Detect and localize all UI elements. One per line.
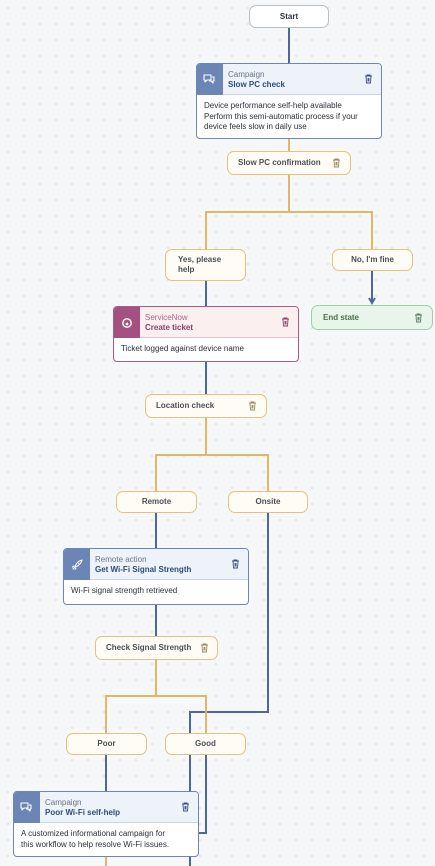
good-label: Good — [195, 739, 216, 748]
rocket-icon — [64, 549, 90, 580]
card-description: Device performance self-help available P… — [204, 101, 358, 131]
no-im-fine-label: No, I'm fine — [351, 255, 394, 264]
edge-onsite-to-poor-wifi — [189, 513, 269, 866]
trash-icon[interactable] — [364, 74, 373, 84]
card-header: Campaign Poor Wi-Fi self-help — [14, 792, 198, 823]
trash-icon[interactable] — [414, 313, 423, 323]
card-header: ServiceNow Create ticket — [114, 307, 298, 338]
edge-confirmation-branch — [205, 175, 373, 249]
end-state-node[interactable]: End state — [311, 305, 433, 330]
onsite-label: Onsite — [255, 497, 281, 506]
card-type: Campaign — [45, 798, 82, 807]
slow-pc-check-card[interactable]: Campaign Slow PC check Device performanc… — [196, 63, 382, 139]
trash-icon[interactable] — [281, 317, 290, 327]
remote-node[interactable]: Remote — [116, 491, 197, 513]
yes-please-help-node[interactable]: Yes, please help — [165, 249, 246, 281]
location-check-label: Location check — [156, 401, 215, 410]
card-description: Ticket logged against device name — [121, 344, 244, 353]
start-node[interactable]: Start — [249, 5, 329, 28]
end-state-label: End state — [323, 312, 360, 322]
servicenow-ring-icon — [114, 307, 140, 338]
edge-arrow-end-state — [368, 297, 376, 305]
trash-icon[interactable] — [200, 643, 209, 653]
yes-please-help-label: Yes, please help — [178, 255, 222, 274]
card-title: Slow PC check — [228, 80, 285, 89]
no-im-fine-node[interactable]: No, I'm fine — [332, 249, 413, 271]
card-description: A customized informational campaign for … — [21, 829, 170, 849]
slow-pc-confirmation-node[interactable]: Slow PC confirmation — [227, 151, 351, 175]
onsite-node[interactable]: Onsite — [228, 491, 308, 513]
slow-pc-confirmation-label: Slow PC confirmation — [238, 158, 321, 167]
start-label: Start — [279, 11, 299, 21]
card-header: Campaign Slow PC check — [197, 64, 381, 95]
card-header: Remote action Get Wi-Fi Signal Strength — [64, 549, 248, 580]
good-node[interactable]: Good — [165, 733, 246, 755]
poor-label: Poor — [97, 739, 116, 748]
card-title: Create ticket — [145, 323, 194, 332]
edge-location-branch — [155, 418, 269, 491]
wifi-signal-card[interactable]: Remote action Get Wi-Fi Signal Strength … — [63, 548, 249, 605]
card-title: Get Wi-Fi Signal Strength — [95, 565, 192, 574]
trash-icon[interactable] — [181, 802, 190, 812]
card-type: Campaign — [228, 70, 265, 79]
card-description: Wi-Fi signal strength retrieved — [71, 586, 178, 595]
edge-signal-branch — [105, 660, 207, 733]
card-type: Remote action — [95, 555, 147, 564]
card-title: Poor Wi-Fi self-help — [45, 808, 121, 817]
poor-node[interactable]: Poor — [66, 733, 147, 755]
chat-bubbles-icon — [197, 64, 223, 95]
check-signal-strength-label: Check Signal Strength — [106, 643, 192, 652]
location-check-node[interactable]: Location check — [145, 394, 267, 418]
check-signal-strength-node[interactable]: Check Signal Strength — [95, 636, 218, 660]
poor-wifi-card[interactable]: Campaign Poor Wi-Fi self-help A customiz… — [13, 791, 199, 857]
remote-label: Remote — [141, 497, 172, 506]
trash-icon[interactable] — [332, 158, 341, 168]
chat-bubbles-icon — [14, 792, 40, 823]
create-ticket-card[interactable]: ServiceNow Create ticket Ticket logged a… — [113, 306, 299, 362]
card-type: ServiceNow — [145, 313, 188, 322]
trash-icon[interactable] — [248, 401, 257, 411]
trash-icon[interactable] — [231, 559, 240, 569]
edge-good-down — [199, 755, 207, 834]
